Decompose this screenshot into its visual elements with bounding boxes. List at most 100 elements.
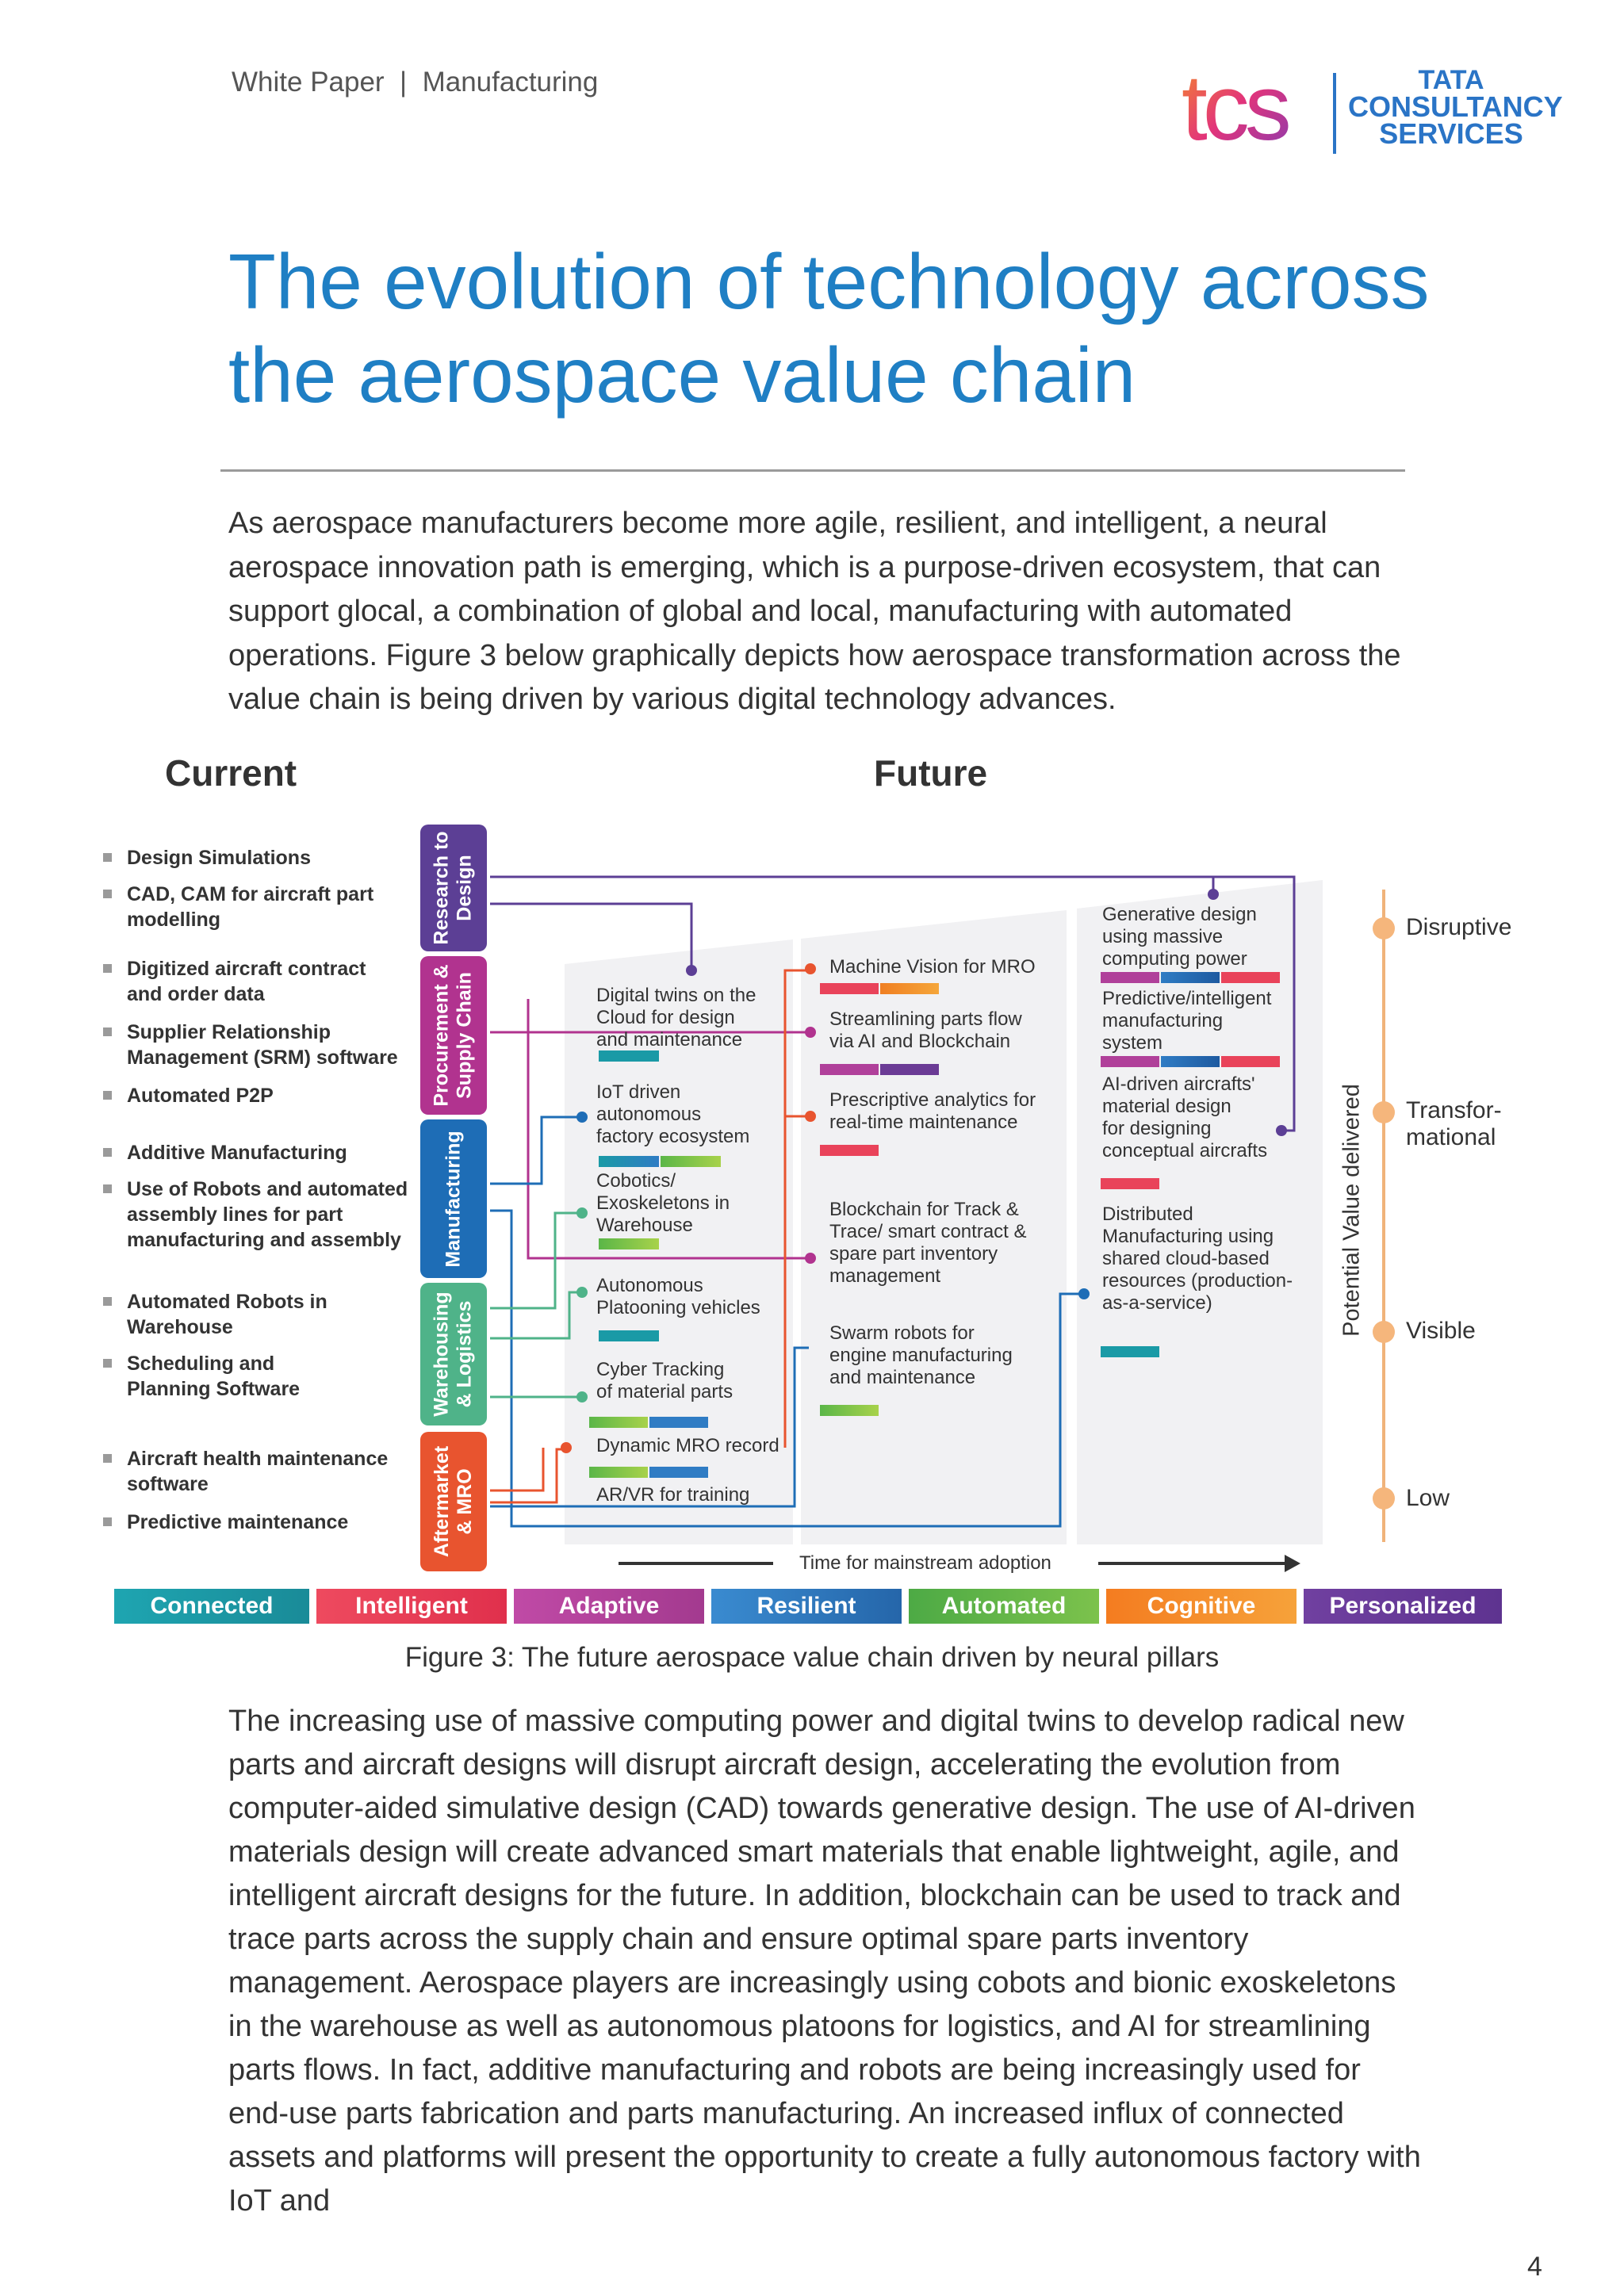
- future-item-text: of material parts: [596, 1381, 733, 1402]
- stage-label: Supply Chain: [454, 972, 476, 1099]
- page-title-line-2: the aerospace value chain: [228, 331, 1136, 419]
- page-title-line-1: The evolution of technology across: [228, 238, 1430, 325]
- list-item-text: Automated Robots in: [127, 1291, 327, 1313]
- value-dot-low: [1373, 1487, 1395, 1510]
- stage-tab-procurement: Procurement &Supply Chain: [420, 956, 487, 1115]
- pillar-connected: Connected: [114, 1589, 309, 1624]
- list-item-text: Scheduling and: [127, 1353, 275, 1375]
- tcs-logo-text: tcs: [1182, 60, 1289, 155]
- connector-dot: [686, 965, 697, 976]
- list-item-text: Warehouse: [127, 1316, 233, 1338]
- list-item-text: manufacturing and assembly: [127, 1229, 401, 1251]
- connector-manufacturing-distributed: [490, 1209, 1082, 1528]
- future-item-text: using massive: [1102, 926, 1224, 947]
- future-item-text: and maintenance: [596, 1029, 743, 1050]
- bullet-icon: [103, 1091, 112, 1100]
- connector-dot: [805, 1027, 816, 1038]
- connector-dot: [1276, 1125, 1287, 1136]
- pillar-intelligent: Intelligent: [316, 1589, 507, 1624]
- page-title: The evolution of technology across the a…: [228, 235, 1465, 422]
- list-item-text: Design Simulations: [127, 847, 311, 869]
- list-item-text: and order data: [127, 983, 265, 1005]
- tcs-logo: tcs: [1182, 55, 1324, 172]
- pillar-automated: Automated: [909, 1589, 1099, 1624]
- future-item-text: Platooning vehicles: [596, 1297, 760, 1318]
- list-item-text: Use of Robots and automated: [127, 1178, 408, 1200]
- list-item-text: Predictive maintenance: [127, 1511, 349, 1533]
- pillar-indicator: [880, 1064, 939, 1075]
- future-item-text: autonomous: [596, 1104, 702, 1125]
- connector-dot: [1078, 1288, 1090, 1299]
- pillar-indicator: [820, 1064, 879, 1075]
- future-item-text: manufacturing: [1102, 1010, 1224, 1031]
- current-heading: Current: [165, 752, 297, 794]
- pillar-indicator: [820, 983, 879, 994]
- value-dot-transformational: [1373, 1101, 1395, 1123]
- future-item-text: AR/VR for training: [596, 1484, 750, 1506]
- body-paragraph: The increasing use of massive computing …: [228, 1705, 1421, 2218]
- list-item-text: Aircraft health maintenance: [127, 1448, 389, 1470]
- connector-dot: [805, 1111, 816, 1122]
- future-item-text: for designing: [1102, 1118, 1212, 1139]
- stage-label: Warehousing: [431, 1292, 454, 1417]
- connector-aftermarket-arvr: [490, 1448, 545, 1492]
- connector-dot: [805, 1253, 816, 1264]
- list-item-text: Automated P2P: [127, 1085, 274, 1107]
- future-item-text: Generative design: [1102, 904, 1257, 925]
- pillar-indicator: [589, 1417, 648, 1428]
- stage-label: Design: [454, 855, 476, 921]
- pillar-indicator: [599, 1330, 659, 1341]
- future-item-text: resources (production-: [1102, 1270, 1293, 1292]
- pillar-cognitive: Cognitive: [1106, 1589, 1297, 1624]
- pillar-indicator: [1101, 1056, 1159, 1067]
- bullet-icon: [103, 1148, 112, 1157]
- stage-label: Research to: [431, 831, 453, 945]
- tcs-logo-mark: tcs: [1182, 55, 1293, 160]
- pillar-resilient: Resilient: [711, 1589, 902, 1624]
- future-item-text: Trace/ smart contract &: [829, 1221, 1027, 1242]
- value-axis-label: Potential Value delivered: [1332, 1078, 1372, 1348]
- future-item-text: Warehouse: [596, 1215, 693, 1236]
- value-axis-label-text: Potential Value delivered: [1339, 1084, 1365, 1337]
- company-name: TATA CONSULTANCY SERVICES: [1348, 65, 1563, 148]
- future-item-text: Cloud for design: [596, 1007, 735, 1028]
- company-name-line-1: TATA: [1418, 65, 1484, 95]
- connector-manufacturing-iot: [490, 1115, 580, 1185]
- connector-dot: [1208, 889, 1219, 900]
- title-divider: [220, 469, 1405, 472]
- value-dot-visible: [1373, 1321, 1395, 1343]
- list-item-text: software: [127, 1473, 209, 1495]
- future-panel-3: [1077, 880, 1323, 1544]
- bullet-icon: [103, 1297, 112, 1306]
- connector-aftermarket-vision: [783, 969, 809, 1448]
- pillar-indicator: [1101, 1178, 1159, 1189]
- connector-dot: [576, 1391, 588, 1402]
- future-item-text: management: [829, 1265, 941, 1287]
- future-item-text: Cobotics/: [596, 1170, 676, 1192]
- bullet-icon: [103, 964, 112, 973]
- value-level-low: Low: [1406, 1485, 1450, 1511]
- pillar-indicator: [1221, 972, 1280, 983]
- stage-tab-aftermarket: Aftermarket& MRO: [420, 1432, 487, 1571]
- bullet-icon: [103, 890, 112, 898]
- connector-dot: [805, 963, 816, 974]
- value-dot-disruptive: [1373, 917, 1395, 939]
- future-item-text: system: [1102, 1032, 1163, 1054]
- pillar-indicator: [1161, 972, 1220, 983]
- value-level-disruptive: Disruptive: [1406, 914, 1512, 940]
- future-item-text: spare part inventory: [829, 1243, 998, 1265]
- stage-tab-manufacturing: Manufacturing: [420, 1119, 487, 1278]
- pillar-indicator: [820, 1145, 879, 1156]
- connector-warehouse-platooning: [490, 1291, 580, 1340]
- future-item-text: Exoskeletons in: [596, 1192, 730, 1214]
- list-item-text: modelling: [127, 909, 221, 931]
- future-item-text: via AI and Blockchain: [829, 1031, 1011, 1052]
- connector-research-twins: [490, 902, 693, 969]
- future-item-blockchain: Blockchain for Track &Trace/ smart contr…: [829, 1199, 1027, 1288]
